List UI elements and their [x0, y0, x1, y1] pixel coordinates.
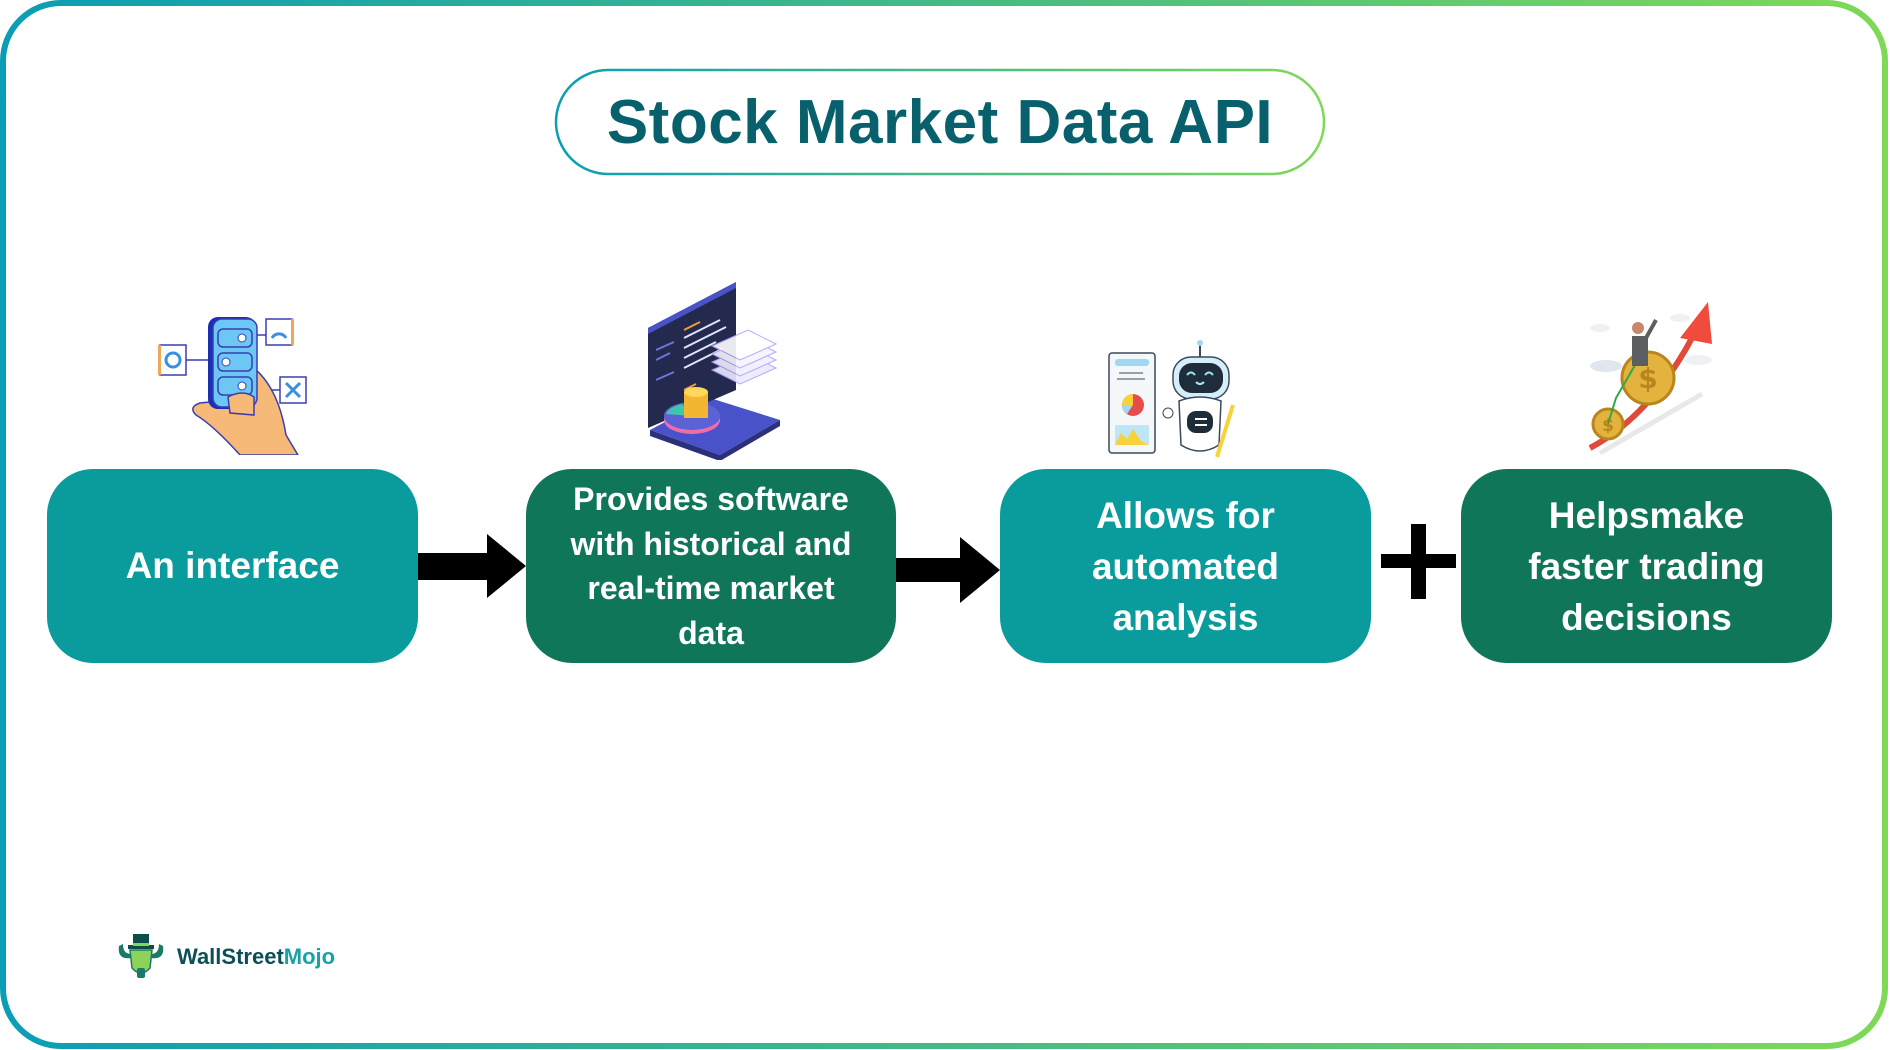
- arrow-right-icon: [418, 534, 526, 598]
- code-screen-data-stack-icon: [648, 282, 780, 460]
- wallstreetmojo-logo: WallStreetMojo: [115, 932, 335, 982]
- logo-wordmark: WallStreetMojo: [177, 944, 336, 969]
- step-box-automated-analysis: Allows for automated analysis: [1000, 469, 1371, 663]
- plus-icon: [1381, 524, 1456, 599]
- step-box-faster-decisions: Helpsmake faster trading decisions: [1461, 469, 1832, 663]
- step-text: Provides software with historical and re…: [570, 481, 852, 651]
- title-banner: Stock Market Data API: [554, 68, 1326, 176]
- page-title: Stock Market Data API: [606, 87, 1274, 157]
- robot-with-report-icon: [1108, 340, 1235, 458]
- step-text: Allows for automated analysis: [1091, 494, 1280, 638]
- hand-holding-phone-icon: [158, 317, 307, 455]
- coin-bike-rising-arrow-icon: $ $: [1588, 302, 1712, 456]
- svg-text:$: $: [1602, 416, 1614, 436]
- title-border: [554, 68, 1326, 176]
- arrow-right-icon: [896, 537, 1000, 603]
- step-box-interface: An interface: [47, 469, 418, 663]
- step-box-market-data: Provides software with historical and re…: [526, 469, 896, 663]
- step-text: Helpsmake faster trading decisions: [1528, 494, 1765, 638]
- bull-mascot-icon: [118, 934, 164, 978]
- step-text: An interface: [125, 545, 340, 586]
- svg-text:$: $: [1638, 362, 1657, 395]
